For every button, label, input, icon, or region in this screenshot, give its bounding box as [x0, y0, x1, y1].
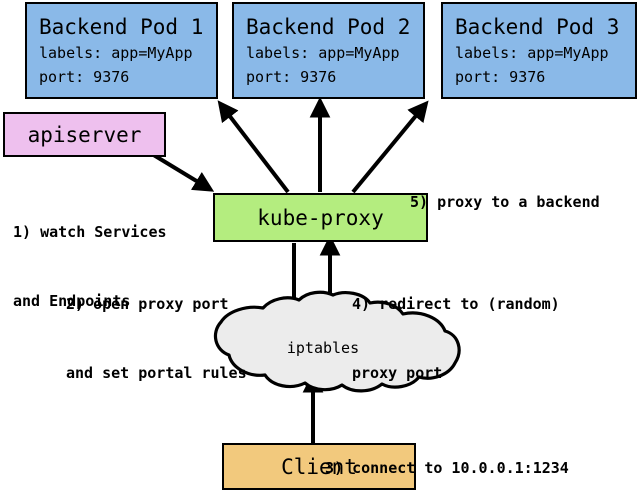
apiserver-box: apiserver — [3, 112, 166, 157]
iptables-label: iptables — [286, 339, 360, 357]
backend-pod-3-box: Backend Pod 3 labels: app=MyApp port: 93… — [441, 2, 637, 99]
step-4-label: 4) redirect to (random) proxy port — [352, 247, 560, 431]
backend-pod-1-labels: labels: app=MyApp — [39, 43, 193, 62]
backend-pod-3-port: port: 9376 — [455, 67, 546, 86]
step-2-line-1: 2) open proxy port — [66, 295, 229, 313]
client-label: Client — [281, 454, 357, 479]
step-1-line-2: and Endpoints — [13, 292, 131, 310]
backend-pod-3-labels: labels: app=MyApp — [455, 43, 609, 62]
arrow-kubeproxy-to-pod1 — [217, 100, 290, 194]
backend-pod-2-labels: labels: app=MyApp — [246, 43, 400, 62]
step-3-label: 3) connect to 10.0.0.1:1234 — [325, 411, 569, 494]
backend-pod-1-port: port: 9376 — [39, 67, 130, 86]
step-3-line-1: 3) connect to 10.0.0.1:1234 — [325, 459, 569, 477]
backend-pod-1-title: Backend Pod 1 — [39, 14, 204, 39]
step-2-line-2: and set portal rules — [66, 364, 247, 382]
step-5-line-1: 5) proxy to a backend — [410, 193, 600, 211]
step-1-line-1: 1) watch Services — [13, 223, 167, 241]
client-box: Client — [222, 443, 416, 490]
arrow-kubeproxy-to-pod3 — [351, 100, 429, 194]
backend-pod-2-box: Backend Pod 2 labels: app=MyApp port: 93… — [232, 2, 425, 99]
backend-pod-3-title: Backend Pod 3 — [455, 14, 620, 39]
iptables-cloud-shape — [213, 290, 461, 393]
apiserver-label: apiserver — [27, 122, 142, 147]
step-5-label: 5) proxy to a backend — [410, 145, 600, 260]
step-1-label: 1) watch Services and Endpoints — [13, 175, 167, 359]
step-4-line-2: proxy port — [352, 364, 443, 382]
step-2-label: 2) open proxy port and set portal rules — [66, 247, 247, 431]
backend-pod-1-box: Backend Pod 1 labels: app=MyApp port: 93… — [25, 2, 218, 99]
kube-proxy-label: kube-proxy — [257, 205, 384, 230]
step-4-line-1: 4) redirect to (random) — [352, 295, 560, 313]
backend-pod-2-port: port: 9376 — [246, 67, 337, 86]
backend-pod-2-title: Backend Pod 2 — [246, 14, 411, 39]
kube-proxy-box: kube-proxy — [213, 193, 428, 242]
arrow-apiserver-to-kubeproxy — [150, 152, 215, 192]
